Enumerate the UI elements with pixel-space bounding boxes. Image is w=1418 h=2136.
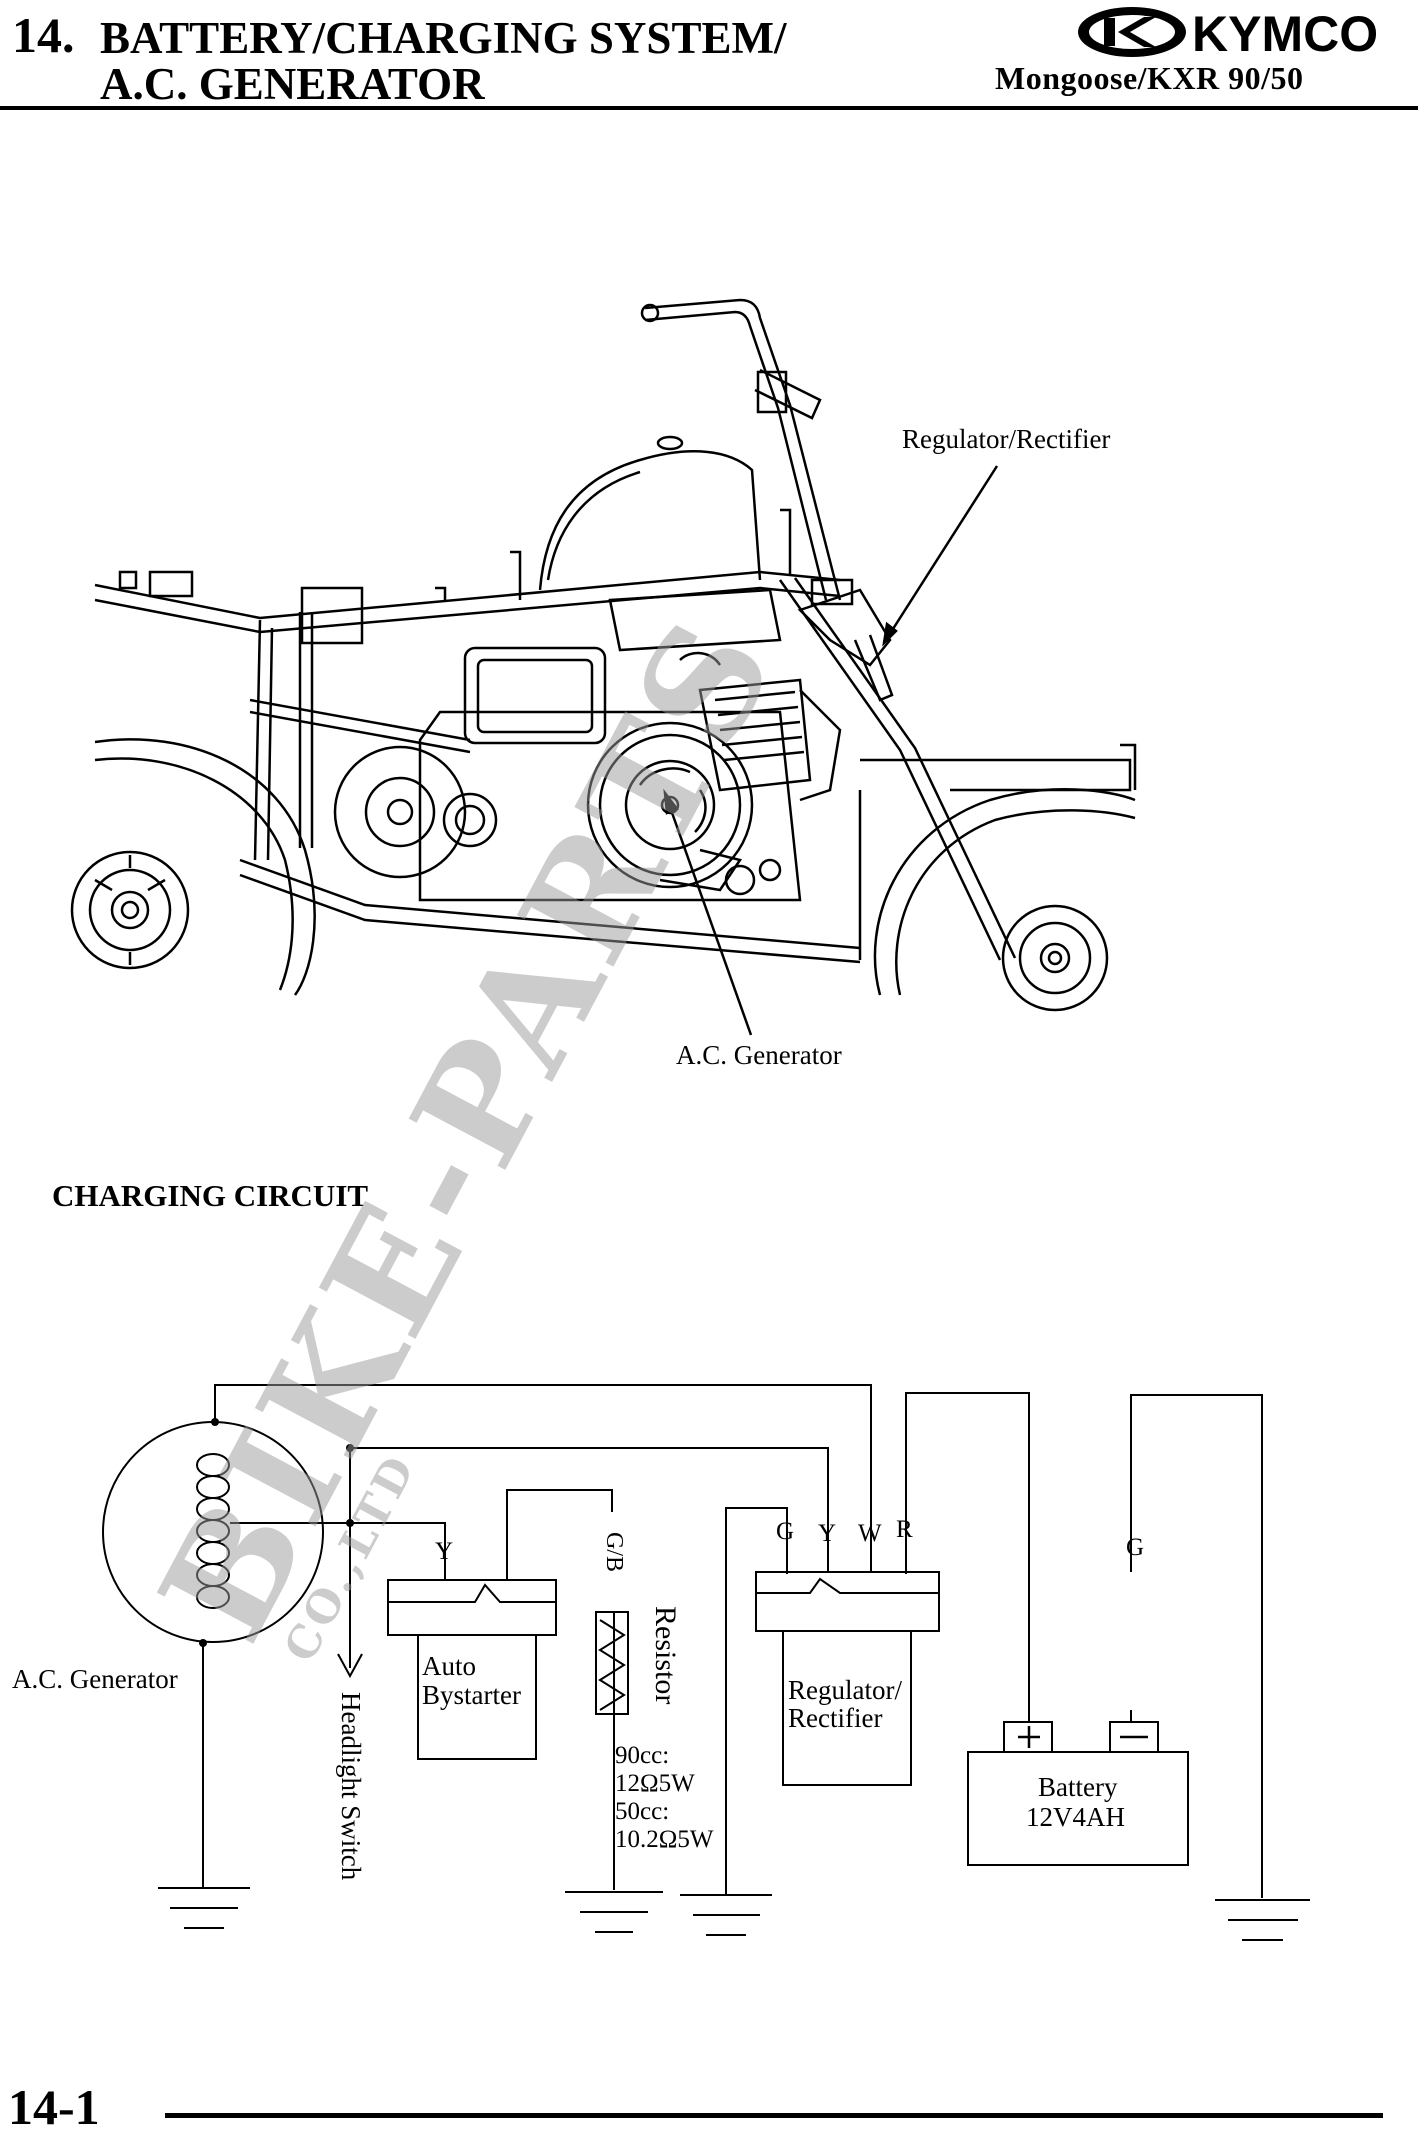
regulator-rectifier-symbol <box>755 1571 940 1786</box>
page-number: 14-1 <box>8 2079 100 2135</box>
callout-arrow-regulator <box>882 621 898 647</box>
callout-regulator-rectifier: Regulator/Rectifier <box>902 424 1111 454</box>
regulator-label-line2: Rectifier <box>788 1703 883 1733</box>
handlebar <box>640 298 842 601</box>
resistor-symbol <box>595 1611 629 1725</box>
chapter-title-line2: A.C. GENERATOR <box>100 59 485 109</box>
wire-label-r: R <box>896 1516 913 1543</box>
generator-label: A.C. Generator <box>12 1664 178 1694</box>
callout-line-generator <box>663 792 753 1036</box>
resistor-spec-line1: 90cc: <box>615 1742 670 1769</box>
regulator-unit <box>797 578 894 702</box>
engine-block <box>333 588 842 902</box>
auto-bystarter-label-line1: Auto <box>422 1651 476 1681</box>
footer-rule <box>165 2113 1383 2118</box>
resistor-spec-line4: 10.2Ω5W <box>615 1826 714 1853</box>
callout-arrow-generator <box>663 788 679 815</box>
callout-ac-generator: A.C. Generator <box>676 1040 842 1070</box>
watermark-text: BIKE-PARTS <box>126 589 810 1667</box>
resistor-spec-line3: 50cc: <box>615 1798 670 1825</box>
auto-bystarter-symbol <box>387 1579 557 1760</box>
page-header: 14. BATTERY/CHARGING SYSTEM/ A.C. GENERA… <box>0 0 1418 112</box>
auto-bystarter-label-line2: Bystarter <box>422 1680 521 1710</box>
header-rule <box>0 106 1418 110</box>
wire-label-g: G <box>776 1518 795 1545</box>
generator-coil <box>196 1453 230 1609</box>
chapter-title-line1: BATTERY/CHARGING SYSTEM/ <box>100 13 787 63</box>
resistor-spec-line2: 12Ω5W <box>615 1770 695 1797</box>
junction-dots <box>199 1418 354 1647</box>
fuel-tank <box>510 435 792 600</box>
headlight-arrow <box>337 1653 363 1679</box>
ground-symbols <box>158 1887 1310 1941</box>
chapter-number: 14. <box>12 7 75 63</box>
battery-label-line1: Battery <box>1038 1772 1118 1802</box>
wire-label-g-battery: G <box>1126 1534 1145 1561</box>
brand-wordmark: KYMCO <box>1192 6 1378 61</box>
front-rack <box>118 570 447 645</box>
kymco-logo: KYMCO <box>1078 6 1378 61</box>
battery-symbol <box>967 1721 1189 1866</box>
frame-tubes <box>94 570 1137 964</box>
regulator-label-line1: Regulator/ <box>788 1675 902 1705</box>
wire-label-y: Y <box>818 1520 837 1547</box>
model-name: Mongoose/KXR 90/50 <box>995 60 1304 96</box>
section-title-charging-circuit: CHARGING CIRCUIT <box>52 1178 369 1213</box>
battery-label-line2: 12V4AH <box>1026 1802 1125 1832</box>
wire-label-w: W <box>858 1520 882 1547</box>
callout-line-regulator <box>882 465 999 644</box>
wiring <box>202 1384 1263 1898</box>
wire-label-y-bystarter: Y <box>435 1538 454 1565</box>
